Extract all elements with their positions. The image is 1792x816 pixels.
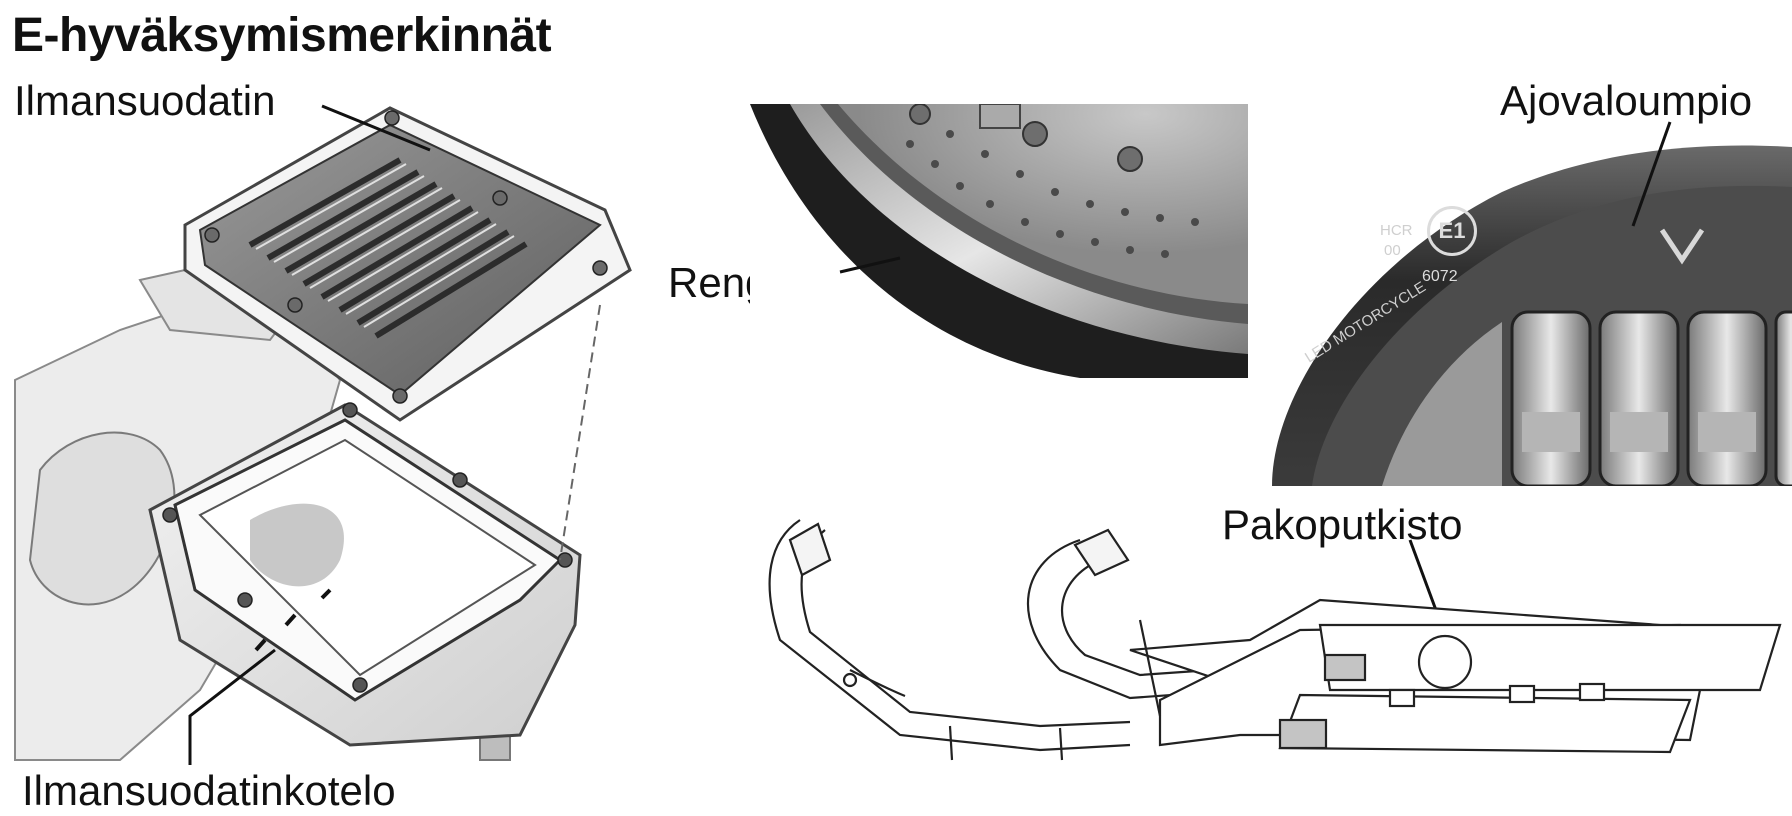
exhaust-drawing <box>768 519 1782 761</box>
tire-photo <box>750 104 1248 378</box>
approval-number: 6072 <box>1422 268 1458 285</box>
air-filter-housing-drawing <box>148 402 582 747</box>
label-exhaust: Pakoputkisto <box>1222 501 1463 548</box>
approval-mark-e1: E1 <box>1427 206 1477 256</box>
air-filter-lid-drawing <box>183 106 632 561</box>
approval-code-a: HCR <box>1380 222 1413 239</box>
label-air-filter-housing: Ilmansuodatinkotelo <box>22 767 396 814</box>
label-air-filter: Ilmansuodatin <box>14 77 276 124</box>
headlamp-photo: E1 6072 HCR 00 LED MOTORCYCLE <box>1272 142 1792 486</box>
label-headlamp: Ajovaloumpio <box>1500 77 1753 124</box>
page-title: E-hyväksymismerkinnät <box>12 9 552 62</box>
approval-code-b: 00 <box>1384 242 1401 259</box>
